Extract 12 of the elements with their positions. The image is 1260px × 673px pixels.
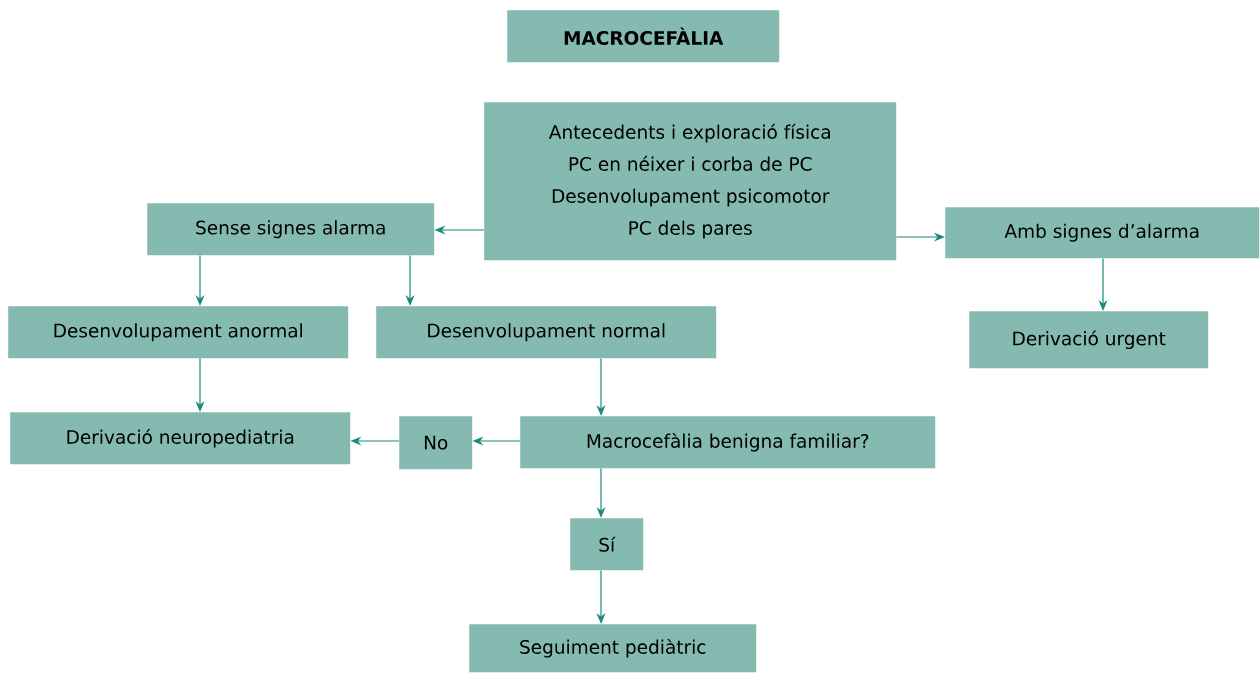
process-box: Amb signes d’alarma	[945, 207, 1260, 259]
process-box: No	[399, 416, 473, 470]
process-box: Derivació neuropediatria	[10, 412, 351, 465]
process-box: Sí	[570, 518, 644, 571]
process-box: Macrocefàlia benigna familiar?	[520, 416, 936, 469]
process-box: Antecedents i exploració física PC en néixer i corba de PC Desenvolupament psicomotor PC dels pares	[484, 102, 897, 261]
process-box: Seguiment pediàtric	[469, 624, 757, 673]
process-box: Sense signes alarma	[147, 203, 435, 256]
process-box: Desenvolupament normal	[376, 306, 717, 359]
title-box: MACROCEFÀLIA	[507, 10, 780, 63]
process-box: Derivació urgent	[969, 311, 1209, 369]
process-box: Desenvolupament anormal	[8, 306, 349, 359]
